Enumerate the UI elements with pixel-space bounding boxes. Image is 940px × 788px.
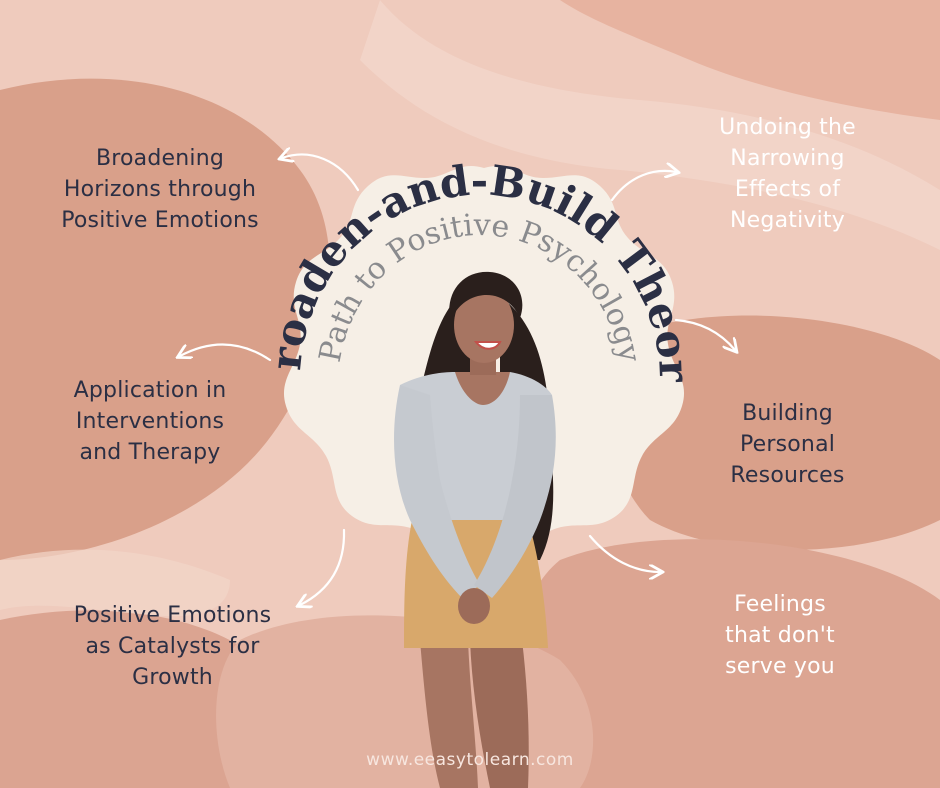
topic-right-bottom-line-1: Feelings	[734, 592, 826, 617]
light-streak	[360, 0, 940, 250]
topic-right-top-line-4: Negativity	[730, 208, 845, 233]
topic-left-top-line-1: Broadening	[95, 146, 225, 171]
topic-right-middle: Building Personal Resources	[700, 398, 875, 491]
blob-right-bottom	[510, 539, 940, 788]
topic-right-top: Undoing the Narrowing Effects of Negativ…	[680, 112, 895, 236]
topic-right-middle-line-1: Building	[742, 401, 833, 426]
blob-left-large	[0, 78, 330, 560]
topic-left-middle: Application in Interventions and Therapy	[40, 375, 260, 468]
topic-right-top-line-1: Undoing the	[719, 115, 856, 140]
website-footer: www.eeasytolearn.com	[366, 750, 574, 770]
topic-left-middle-line-3: and Therapy	[79, 440, 221, 465]
topic-right-top-line-2: Narrowing	[730, 146, 845, 171]
topic-left-middle-line-2: Interventions	[75, 409, 225, 434]
topic-left-bottom: Positive Emotions as Catalysts for Growt…	[50, 600, 295, 693]
topic-left-middle-line-1: Application in	[73, 378, 227, 403]
topic-right-bottom-line-2: that don't	[725, 623, 835, 648]
woman-illustration	[394, 271, 556, 788]
topic-right-top-line-3: Effects of	[734, 177, 841, 202]
curved-arrow-icon-right-middle	[674, 318, 735, 350]
blob-left-bottom	[0, 610, 287, 788]
topic-left-top-line-2: Horizons through	[63, 177, 257, 202]
topic-left-top-line-3: Positive Emotions	[61, 208, 259, 233]
blob-right-middle	[607, 315, 940, 550]
topic-left-bottom-line-3: Growth	[132, 665, 213, 690]
topic-right-bottom: Feelings that don't serve you	[695, 589, 865, 682]
curved-arrow-icon-left-top	[282, 155, 360, 192]
topic-left-bottom-line-2: as Catalysts for	[85, 634, 260, 659]
curved-arrow-icon-right-top	[610, 171, 676, 202]
curved-arrow-icon-right-bottom	[588, 534, 660, 572]
topic-left-top: Broadening Horizons through Positive Emo…	[40, 143, 280, 236]
curved-arrow-icon-left-bottom	[300, 528, 346, 605]
topic-right-bottom-line-3: serve you	[725, 654, 835, 679]
curved-arrow-icon-left-middle	[180, 343, 272, 362]
blob-top-right	[560, 0, 940, 120]
light-streak-2	[0, 549, 230, 617]
topic-right-middle-line-3: Resources	[730, 463, 845, 488]
topic-left-bottom-line-1: Positive Emotions	[73, 603, 272, 628]
topic-right-middle-line-2: Personal	[739, 432, 836, 457]
